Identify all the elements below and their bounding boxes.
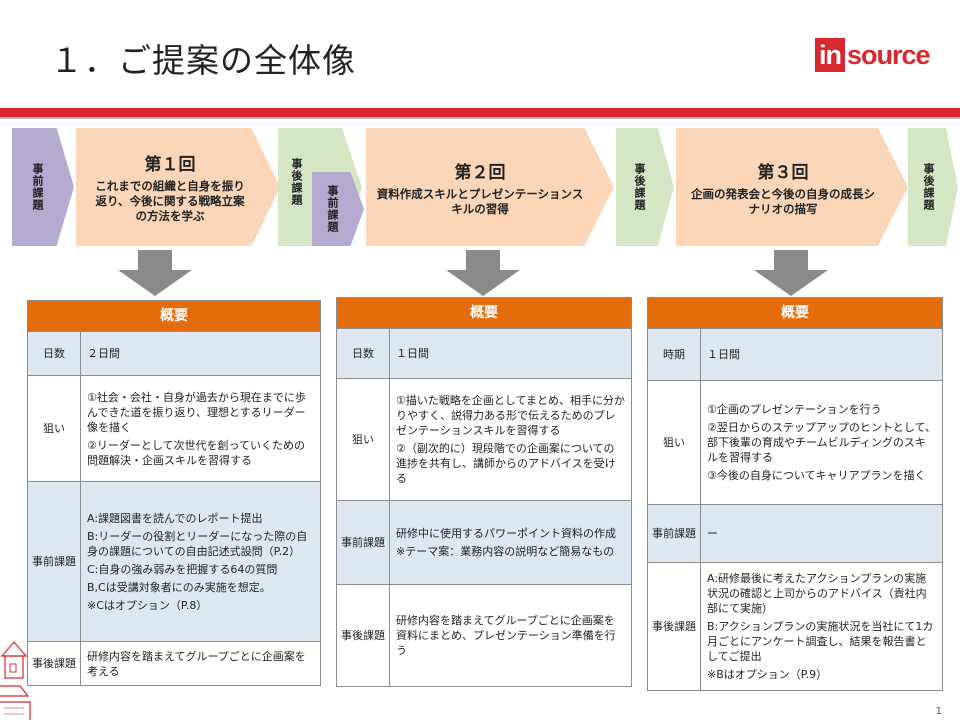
overview-table-1: 概要 日数 ２日間 狙い ①社会・会社・自身が過去から現在までに歩んできた道を振… (27, 300, 321, 686)
post-task-3-label: 事後課題 (922, 163, 935, 211)
page-number: 1 (935, 706, 942, 717)
stage-3-title: 第３回 (757, 162, 809, 183)
logo-in: in (815, 38, 845, 72)
overview-header: 概要 (647, 297, 943, 329)
stage-1-title: 第１回 (144, 155, 196, 175)
row-label-pre-task: 事前課題 (647, 504, 701, 563)
pre-task-2-label: 事前課題 (326, 185, 339, 233)
overview-table-3: 概要 時期 １日間 狙い ①企画のプレゼンテーションを行う ②翌日からのステップ… (647, 297, 943, 691)
stage-2-chevron: 第２回 資料作成スキルとプレゼンテーションスキルの習得 (366, 128, 614, 246)
row-label-days: 日数 (27, 331, 81, 376)
row-label-aim: 狙い (27, 375, 81, 482)
row-value-aim: ①企画のプレゼンテーションを行う ②翌日からのステップアップのヒントとして、部下… (700, 380, 943, 505)
header-red-bar (0, 108, 960, 117)
row-label-post-task: 事後課題 (647, 562, 701, 691)
company-logo: in source (815, 38, 931, 72)
post-task-2-label: 事後課題 (633, 163, 646, 211)
header-grey-line (0, 117, 960, 119)
row-value-post-task: 研修内容を踏まえてグループごとに企画案を考える (80, 641, 321, 686)
row-value-days: ２日間 (80, 331, 321, 376)
row-label-pre-task: 事前課題 (336, 500, 390, 585)
page-title: １．ご提案の全体像 (50, 41, 356, 80)
pre-task-1-chevron: 事前課題 (12, 128, 74, 246)
row-value-pre-task: A:課題図書を読んでのレポート提出 B:リーダーの役割とリーダーになった際の自身… (80, 481, 321, 642)
down-arrow-2 (446, 250, 520, 296)
stage-3-desc: 企画の発表会と今後の自身の成長シナリオの描写 (691, 186, 875, 216)
row-value-pre-task: 研修中に使用するパワーポイント資料の作成 ※テーマ案：業務内容の説明など簡易なも… (389, 500, 632, 585)
post-task-1-label: 事後課題 (290, 158, 303, 206)
row-value-post-task: A:研修最後に考えたアクションプランの実施状況の確認と上司からのアドバイス（貴社… (700, 562, 943, 691)
corner-illustration (0, 636, 34, 720)
row-label-pre-task: 事前課題 (27, 481, 81, 642)
row-label-period: 時期 (647, 328, 701, 381)
post-task-3-chevron: 事後課題 (908, 128, 958, 246)
row-value-period: １日間 (700, 328, 943, 381)
stage-3-chevron: 第３回 企画の発表会と今後の自身の成長シナリオの描写 (676, 128, 908, 246)
row-label-aim: 狙い (647, 380, 701, 505)
stage-2-desc: 資料作成スキルとプレゼンテーションスキルの習得 (376, 186, 584, 216)
row-label-post-task: 事後課題 (27, 641, 81, 686)
down-arrow-1 (118, 250, 192, 296)
row-value-pre-task: ー (700, 504, 943, 563)
row-label-aim: 狙い (336, 378, 390, 501)
pre-task-1-label: 事前課題 (31, 163, 44, 211)
stage-2-title: 第２回 (454, 162, 506, 183)
post-task-2-chevron: 事後課題 (616, 128, 674, 246)
down-arrow-3 (754, 250, 828, 296)
row-value-aim: ①描いた戦略を企画としてまとめ、相手に分かりやすく、説得力ある形で伝えるためのプ… (389, 378, 632, 501)
stage-1-desc: これまでの組織と自身を振り返り、今後に関する戦略立案の方法を学ぶ (95, 179, 245, 223)
overview-header: 概要 (336, 297, 632, 329)
row-value-aim: ①社会・会社・自身が過去から現在までに歩んできた道を振り返り、理想とするリーダー… (80, 375, 321, 482)
row-value-days: １日間 (389, 328, 632, 379)
row-label-post-task: 事後課題 (336, 584, 390, 687)
overview-table-2: 概要 日数 １日間 狙い ①描いた戦略を企画としてまとめ、相手に分かりやすく、説… (336, 297, 632, 687)
stage-1-chevron: 第１回 これまでの組織と自身を振り返り、今後に関する戦略立案の方法を学ぶ (76, 128, 280, 246)
row-label-days: 日数 (336, 328, 390, 379)
overview-header: 概要 (27, 300, 321, 332)
logo-source: source (847, 40, 931, 70)
row-value-post-task: 研修内容を踏まえてグループごとに企画案を資料にまとめ、プレゼンテーション準備を行… (389, 584, 632, 687)
